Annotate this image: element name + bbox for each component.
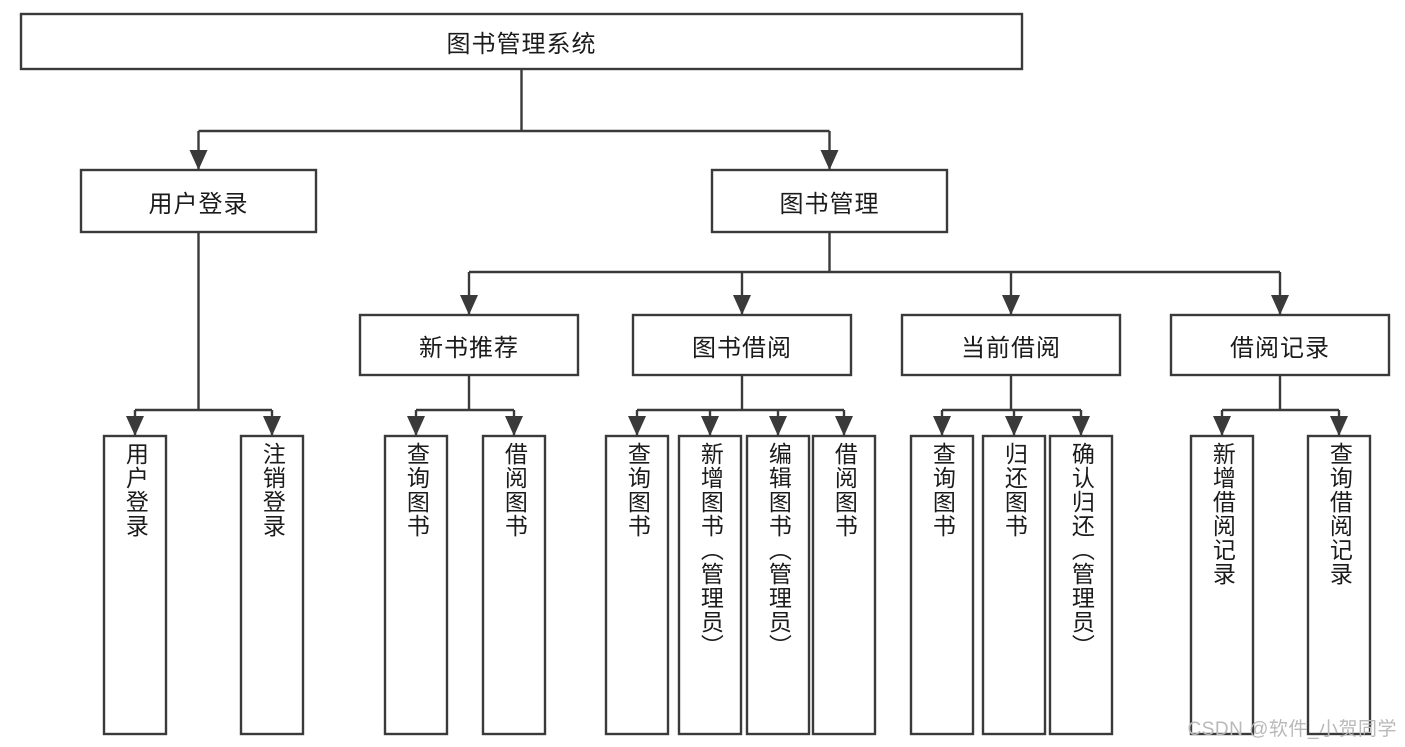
node-box-book_borrow[interactable] [631, 313, 853, 377]
node-box-bb_add[interactable] [677, 434, 743, 736]
arrow-head-icon-cb_confirm [1072, 416, 1090, 436]
arrow-head-icon-cb_query [933, 416, 951, 436]
arrow-head-icon-borrow_record [1271, 295, 1289, 315]
arrow-head-icon-current_borrow [1002, 295, 1020, 315]
arrow-head-icon-cb_return [1005, 416, 1023, 436]
node-box-bb_edit[interactable] [745, 434, 811, 736]
node-box-user_login[interactable] [79, 168, 318, 234]
node-box-bb_borrow[interactable] [811, 434, 877, 736]
boxes-layer [19, 12, 1391, 736]
arrow-head-icon-logout_do [263, 416, 281, 436]
arrow-head-icon-rec_query [407, 416, 425, 436]
node-box-login_do[interactable] [102, 434, 168, 736]
arrow-head-icon-book_mgmt [820, 150, 839, 170]
arrow-head-icon-login_do [126, 416, 144, 436]
node-box-bb_query[interactable] [604, 434, 670, 736]
node-box-logout_do[interactable] [239, 434, 305, 736]
node-box-borrow_record[interactable] [1169, 313, 1391, 377]
arrow-head-icon-new_book_rec [460, 295, 478, 315]
node-box-br_add[interactable] [1189, 434, 1255, 736]
node-box-cb_query[interactable] [909, 434, 975, 736]
arrow-head-icon-bb_borrow [835, 416, 853, 436]
arrow-head-icon-bb_edit [769, 416, 787, 436]
node-box-cb_confirm[interactable] [1048, 434, 1114, 736]
node-box-cb_return[interactable] [981, 434, 1047, 736]
arrow-head-icon-user_login [189, 150, 208, 170]
arrow-head-icon-book_borrow [733, 295, 751, 315]
connectors-layer [126, 69, 1348, 436]
arrow-head-icon-rec_borrow [505, 416, 523, 436]
arrow-head-icon-bb_query [628, 416, 646, 436]
node-box-rec_query[interactable] [383, 434, 449, 736]
arrow-head-icon-bb_add [701, 416, 719, 436]
watermark-text: CSDN @软件_小贺同学 [1187, 719, 1397, 740]
arrow-head-icon-br_add [1213, 416, 1231, 436]
node-box-rec_borrow[interactable] [481, 434, 547, 736]
node-box-current_borrow[interactable] [900, 313, 1122, 377]
node-box-book_mgmt[interactable] [710, 168, 949, 234]
node-box-root[interactable] [19, 12, 1024, 71]
node-box-new_book_rec[interactable] [358, 313, 580, 377]
node-box-br_query[interactable] [1306, 434, 1372, 736]
arrow-head-icon-br_query [1330, 416, 1348, 436]
